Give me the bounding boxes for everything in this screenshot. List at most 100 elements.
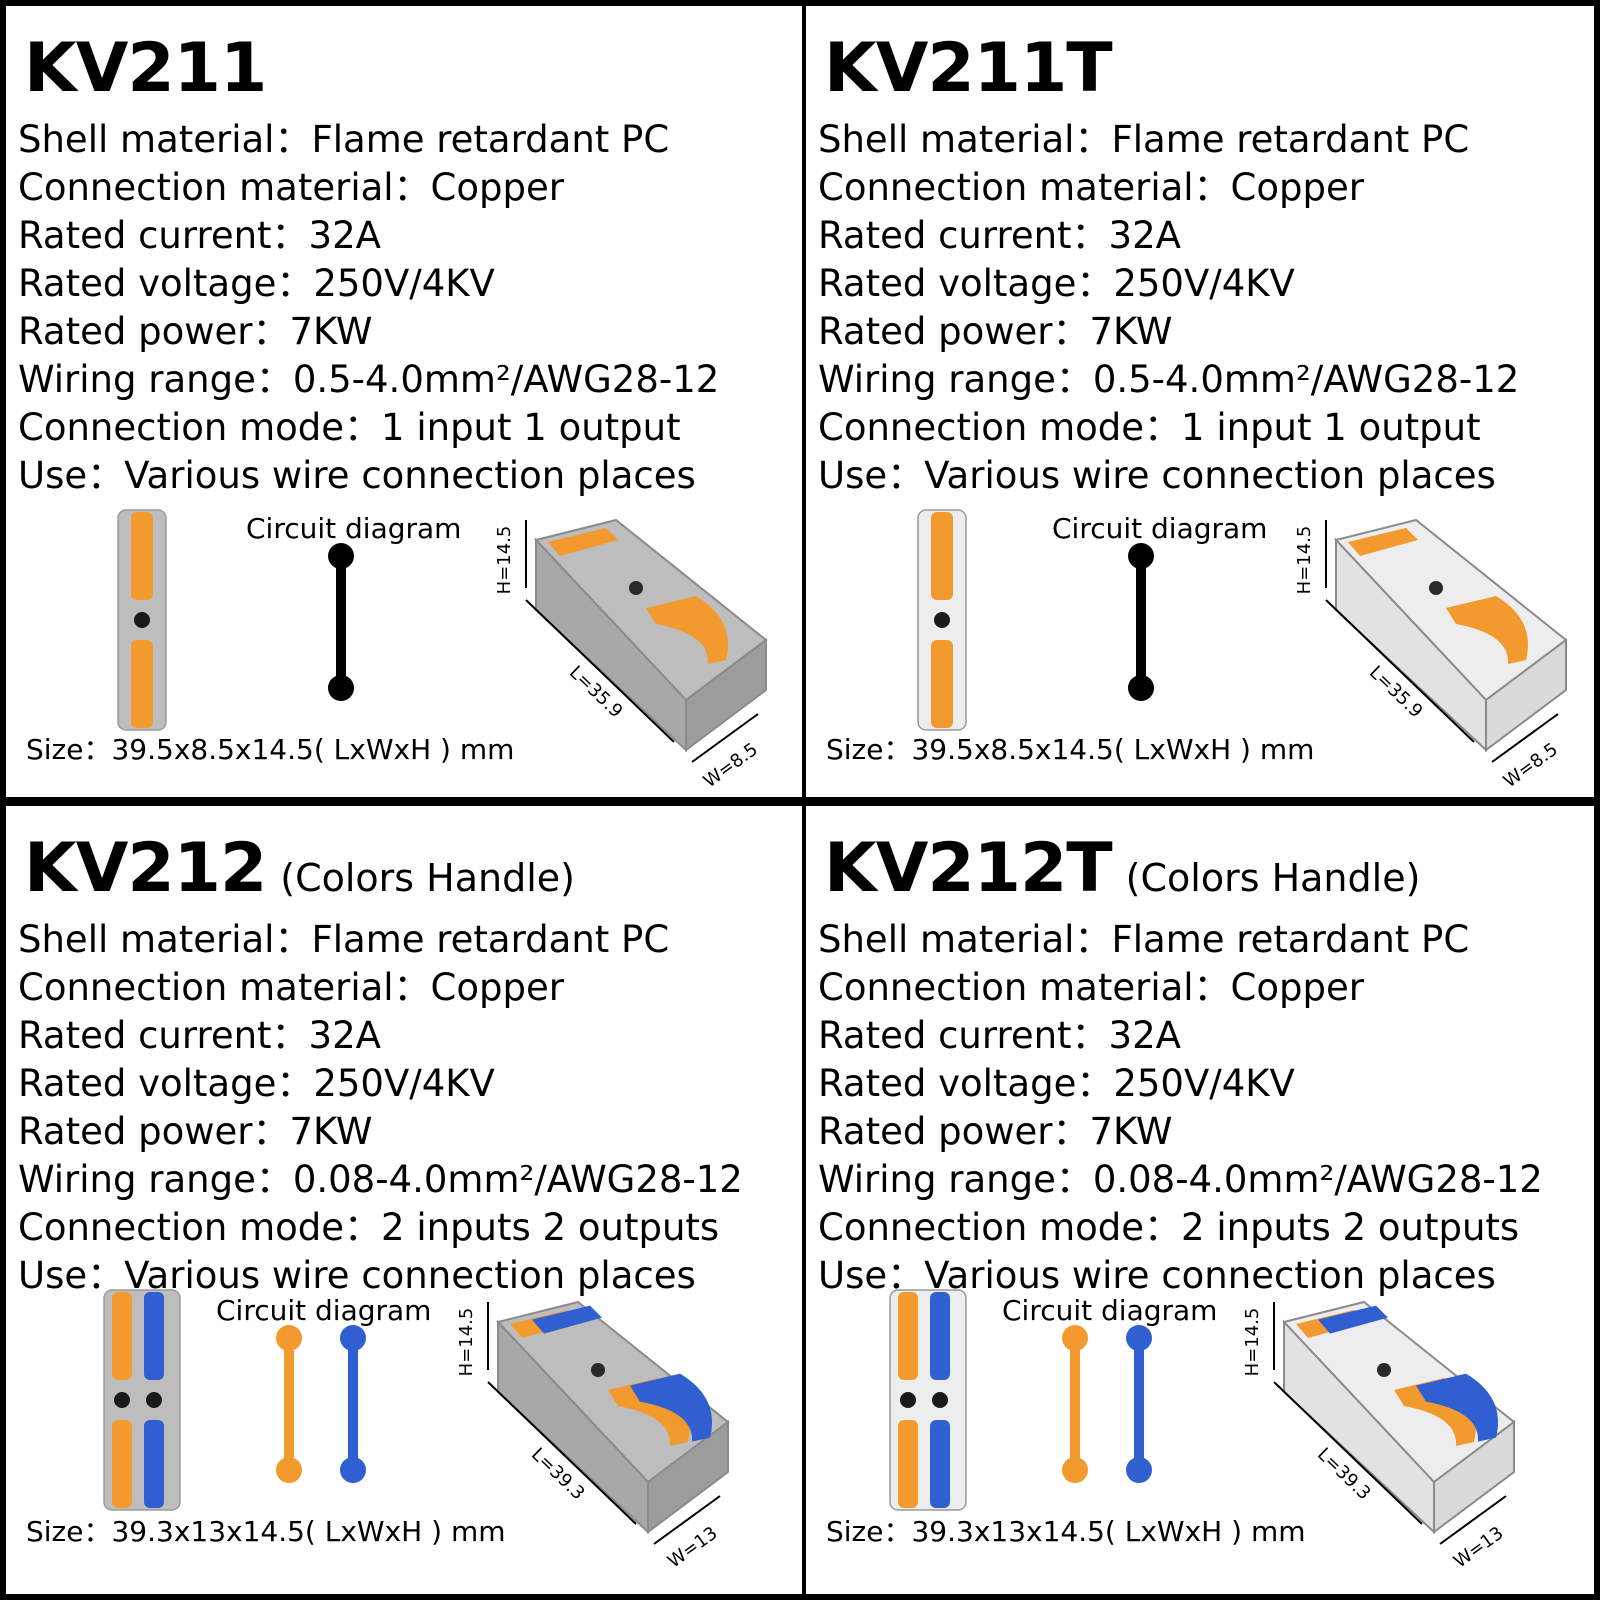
spec-rated-power: Rated power：7KW [818, 1110, 1173, 1153]
top-view-photo [117, 509, 167, 731]
connector-end [647, 1420, 729, 1534]
model-title: KV211 [24, 29, 267, 108]
circuit-terminal-bottom [1062, 1457, 1088, 1483]
height-dimension-label: H=14.5 [458, 1308, 477, 1377]
spec-use: Use：Various wire connection places [818, 454, 1496, 497]
orange-lever-1 [1348, 528, 1418, 556]
spec-shell-material: Shell material：Flame retardant PC [18, 918, 670, 961]
orange-lever-bottom [898, 1420, 918, 1508]
circuit-diagram [1062, 1325, 1152, 1483]
orange-lever-top [131, 512, 153, 600]
blue-lever-top [930, 1292, 950, 1380]
spec-rated-power: Rated power：7KW [18, 310, 373, 353]
spec-rated-voltage: Rated voltage：250V/4KV [18, 1062, 495, 1105]
spec-wiring-range: Wiring range：0.5-4.0mm²/AWG28-12 [818, 358, 1520, 401]
spec-shell-material: Shell material：Flame retardant PC [818, 918, 1470, 961]
circuit-diagram [1128, 543, 1154, 701]
screw-hole-icon [629, 581, 643, 595]
spec-rated-voltage: Rated voltage：250V/4KV [818, 1062, 1295, 1105]
connector-end [1433, 1420, 1515, 1534]
screw-hole-icon [1377, 1363, 1391, 1377]
circuit-terminal-bottom [1126, 1457, 1152, 1483]
blue-lever-bottom [144, 1420, 164, 1508]
height-dimension-label: H=14.5 [1296, 526, 1315, 595]
spec-shell-material: Shell material：Flame retardant PC [818, 118, 1470, 161]
blue-lever-1 [1318, 1305, 1388, 1334]
width-dimension-label: W=8.5 [1500, 739, 1562, 790]
spec-connection-mode: Connection mode：2 inputs 2 outputs [18, 1206, 720, 1249]
orange-lever-top [898, 1292, 918, 1380]
orange-lever-bottom [131, 640, 153, 728]
blue-lever-1 [532, 1305, 602, 1334]
screw-hole-icon [591, 1363, 605, 1377]
panel-kv212: KV212(Colors Handle) Shell material：Flam… [6, 806, 802, 1594]
circuit-terminal-bottom [1128, 675, 1154, 701]
circuit-terminal-top [276, 1325, 302, 1351]
length-dimension-line [487, 1381, 637, 1525]
spec-use: Use：Various wire connection places [18, 454, 696, 497]
screw-hole-icon [900, 1392, 916, 1408]
circuit-terminal-top [328, 543, 354, 569]
spec-rated-voltage: Rated voltage：250V/4KV [818, 262, 1295, 305]
model-title: KV212T(Colors Handle) [824, 829, 1421, 908]
circuit-diagram-label: Circuit diagram [246, 512, 462, 545]
circuit-terminal-top [1128, 543, 1154, 569]
size-text: Size：39.3x13x14.5( LxWxH ) mm [26, 1515, 506, 1548]
panel-kv212t: KV212T(Colors Handle) Shell material：Fla… [806, 806, 1594, 1594]
screw-hole-icon [932, 1392, 948, 1408]
connector-end [1485, 638, 1567, 752]
height-dimension-label: H=14.5 [496, 526, 515, 595]
circuit-diagram-label: Circuit diagram [216, 1294, 432, 1327]
top-view-photo [103, 1289, 181, 1511]
model-title: KV212(Colors Handle) [24, 829, 576, 908]
spec-connection-material: Connection material：Copper [18, 966, 564, 1009]
height-dimension-label: H=14.5 [1244, 1308, 1263, 1377]
panel-kv211: KV211 Shell material：Flame retardant PC … [6, 6, 802, 797]
spec-rated-current: Rated current：32A [18, 214, 381, 257]
spec-list: Shell material：Flame retardant PC Connec… [18, 916, 743, 1300]
spec-rated-power: Rated power：7KW [18, 1110, 373, 1153]
width-dimension-line [1491, 713, 1559, 763]
width-dimension-line [691, 713, 759, 763]
length-dimension-line [1325, 599, 1475, 743]
spec-shell-material: Shell material：Flame retardant PC [18, 118, 670, 161]
blue-lever-bottom [930, 1420, 950, 1508]
size-text: Size：39.5x8.5x14.5( LxWxH ) mm [26, 733, 515, 766]
spec-connection-mode: Connection mode：2 inputs 2 outputs [818, 1206, 1520, 1249]
width-dimension-line [653, 1495, 721, 1545]
spec-rated-current: Rated current：32A [818, 1014, 1181, 1057]
top-view-photo [889, 1289, 967, 1511]
top-view-photo [917, 509, 967, 731]
circuit-terminal-top [1126, 1325, 1152, 1351]
screw-hole-icon [146, 1392, 162, 1408]
orange-lever-2 [1446, 596, 1528, 664]
orange-lever-top [931, 512, 953, 600]
model-title: KV211T [824, 29, 1113, 108]
spec-list: Shell material：Flame retardant PC Connec… [818, 116, 1519, 500]
width-dimension-label: W=8.5 [700, 739, 762, 790]
spec-connection-material: Connection material：Copper [18, 166, 564, 209]
spec-list: Shell material：Flame retardant PC Connec… [18, 116, 719, 500]
orange-lever-bottom [112, 1420, 132, 1508]
circuit-diagram-label: Circuit diagram [1002, 1294, 1218, 1327]
circuit-diagram [328, 543, 354, 701]
circuit-terminal-bottom [328, 675, 354, 701]
spec-rated-voltage: Rated voltage：250V/4KV [18, 262, 495, 305]
orange-lever-top [112, 1292, 132, 1380]
screw-hole-icon [934, 612, 950, 628]
panel-kv211t: KV211T Shell material：Flame retardant PC… [806, 6, 1594, 797]
isometric-photo: H=14.5L=35.9W=8.5 [1296, 518, 1568, 790]
blue-lever-2 [1416, 1373, 1498, 1442]
spec-list: Shell material：Flame retardant PC Connec… [818, 916, 1543, 1300]
spec-connection-mode: Connection mode：1 input 1 output [18, 406, 681, 449]
screw-hole-icon [134, 612, 150, 628]
circuit-diagram-label: Circuit diagram [1052, 512, 1268, 545]
spec-rated-power: Rated power：7KW [818, 310, 1173, 353]
screw-hole-icon [1429, 581, 1443, 595]
spec-wiring-range: Wiring range：0.08-4.0mm²/AWG28-12 [18, 1158, 743, 1201]
circuit-diagram [276, 1325, 366, 1483]
circuit-terminal-top [340, 1325, 366, 1351]
length-dimension-line [525, 599, 675, 743]
spec-connection-material: Connection material：Copper [818, 166, 1364, 209]
